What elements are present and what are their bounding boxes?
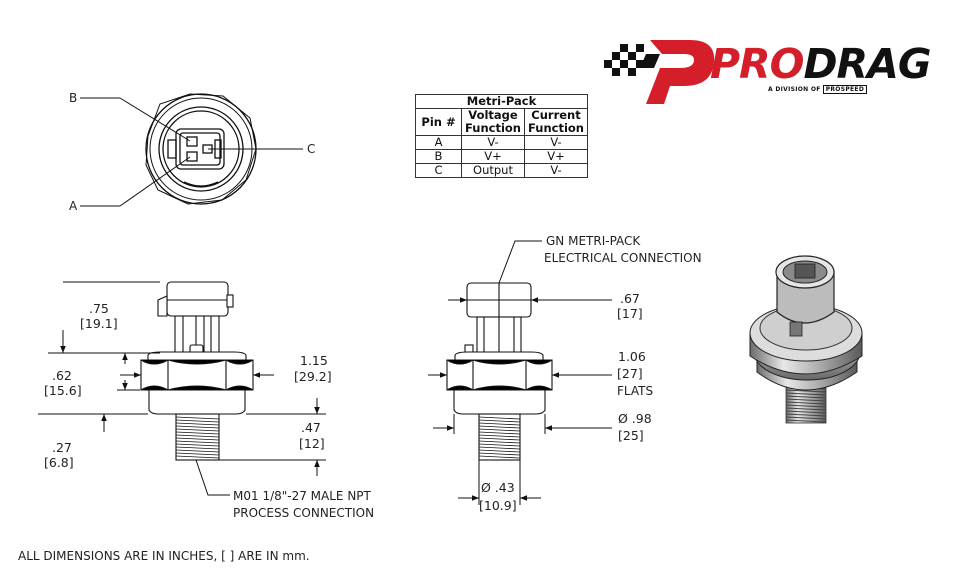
table-title: Metri-Pack	[415, 94, 588, 109]
dim-thread-dia-mm: [10.9]	[479, 498, 517, 513]
dim-hex-in: .62	[52, 368, 72, 383]
thread-line	[785, 404, 827, 408]
dim-flats-in: 1.06	[618, 349, 646, 364]
thread-line	[785, 398, 827, 402]
conn-note-line1: GN METRI-PACK	[546, 234, 641, 248]
thread-line	[478, 455, 521, 459]
dim-top-in: .75	[89, 301, 109, 316]
thread-line	[478, 422, 521, 426]
front-view-dimensions	[428, 240, 612, 505]
side-view-dimensions	[38, 281, 326, 496]
metri-pack-table: Metri-Pack Pin # Voltage Function Curren…	[415, 94, 588, 178]
dim-top-mm: [19.1]	[80, 316, 118, 331]
table-header-current: Current Function	[524, 108, 588, 136]
thread-line	[478, 434, 521, 438]
thread-line	[785, 410, 827, 414]
conn-note-line2: ELECTRICAL CONNECTION	[544, 251, 702, 265]
thread-line	[785, 395, 827, 399]
logo-mark	[604, 40, 715, 104]
isometric-render	[749, 255, 863, 424]
thread-line	[175, 455, 220, 459]
dim-flats-mm: [27]	[617, 366, 643, 381]
units-footnote: ALL DIMENSIONS ARE IN INCHES, [ ] ARE IN…	[18, 549, 310, 563]
thread-line	[175, 419, 220, 423]
thread-line	[175, 443, 220, 447]
dim-dia-mm: [25]	[618, 428, 644, 443]
thread-line	[478, 449, 521, 453]
front-view-thread	[478, 416, 521, 459]
thread-note-line1: M01 1/8"-27 MALE NPT	[233, 489, 371, 503]
dim-width-mm: [29.2]	[294, 369, 332, 384]
thread-line	[175, 437, 220, 441]
dim-body-mm: [12]	[299, 436, 325, 451]
dim-hex-mm: [15.6]	[44, 383, 82, 398]
thread-note-line2: PROCESS CONNECTION	[233, 506, 375, 520]
end-view-label-a: A	[69, 199, 78, 213]
thread-line	[478, 416, 521, 420]
thread-line	[785, 401, 827, 405]
thread-line	[175, 452, 220, 456]
side-view-thread	[175, 416, 220, 459]
thread-line	[785, 407, 827, 411]
thread-line	[175, 425, 220, 429]
thread-line	[478, 443, 521, 447]
thread-line	[175, 428, 220, 432]
thread-line	[175, 422, 220, 426]
thread-line	[785, 416, 827, 420]
dim-dia-in: Ø .98	[618, 411, 652, 426]
logo-tagline-box: PROSPEED	[822, 85, 868, 94]
front-view-part	[446, 282, 553, 461]
logo-pro: PRO	[710, 40, 804, 88]
thread-line	[478, 437, 521, 441]
thread-line	[785, 389, 827, 393]
dim-body-in: .47	[301, 420, 321, 435]
thread-line	[175, 446, 220, 450]
dim-conn-in: .67	[620, 291, 640, 306]
logo-drag: DRAG	[803, 40, 931, 88]
thread-line	[478, 419, 521, 423]
thread-line	[785, 392, 827, 396]
thread-line	[175, 434, 220, 438]
table-header-voltage: Voltage Function	[461, 108, 525, 136]
table-row: A V- V-	[415, 135, 588, 150]
thread-line	[478, 452, 521, 456]
dim-thread-dia-in: Ø .43	[481, 480, 515, 495]
thread-line	[175, 431, 220, 435]
table-row: B V+ V+	[415, 149, 588, 164]
thread-line	[175, 440, 220, 444]
dim-thread-mm: [6.8]	[44, 455, 74, 470]
end-view-leaders	[80, 97, 303, 207]
dim-width-in: 1.15	[300, 353, 328, 368]
thread-line	[478, 425, 521, 429]
thread-line	[478, 446, 521, 450]
table-row: C Output V-	[415, 163, 588, 178]
end-view-label-c: C	[307, 142, 316, 156]
thread-line	[785, 419, 827, 423]
thread-line	[478, 428, 521, 432]
thread-line	[785, 413, 827, 417]
thread-line	[175, 416, 220, 420]
logo-wordmark: PRODRAG	[710, 40, 931, 88]
thread-line	[478, 431, 521, 435]
thread-line	[175, 449, 220, 453]
dim-flats-label: FLATS	[617, 384, 654, 398]
thread-line	[478, 440, 521, 444]
end-view-label-b: B	[69, 91, 78, 105]
dim-thread-in: .27	[52, 440, 72, 455]
table-header-pin: Pin #	[415, 108, 462, 136]
dim-conn-mm: [17]	[617, 306, 643, 321]
